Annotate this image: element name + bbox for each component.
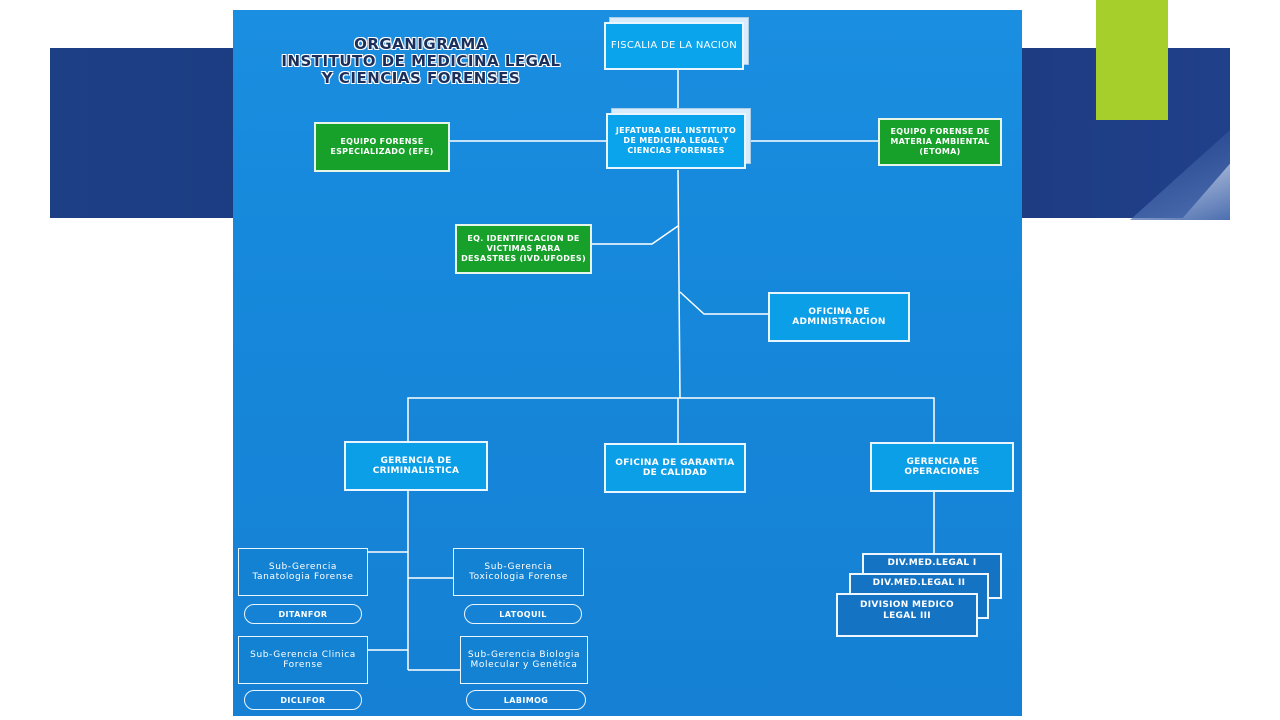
node-tanatologia: Sub-Gerencia Tanatologia Forense bbox=[238, 548, 368, 596]
title-line-1: ORGANIGRAMA bbox=[354, 35, 488, 53]
title-line-2: INSTITUTO DE MEDICINA LEGAL bbox=[281, 52, 561, 70]
pill-latoquil: LATOQUIL bbox=[464, 604, 582, 624]
pill-labimog: LABIMOG bbox=[466, 690, 586, 710]
node-jefatura: JEFATURA DEL INSTITUTO DE MEDICINA LEGAL… bbox=[606, 113, 746, 169]
title-line-3: Y CIENCIAS FORENSES bbox=[321, 69, 521, 87]
node-toxicologia: Sub-Gerencia Toxicologia Forense bbox=[453, 548, 584, 596]
node-div-3: DIVISION MEDICO LEGAL III bbox=[836, 593, 978, 637]
node-efe: EQUIPO FORENSE ESPECIALIZADO (EFE) bbox=[314, 122, 450, 172]
node-criminalistica: GERENCIA DE CRIMINALISTICA bbox=[344, 441, 488, 491]
pill-diclifor: DICLIFOR bbox=[244, 690, 362, 710]
node-biologia: Sub-Gerencia Biologia Molecular y Genéti… bbox=[460, 636, 588, 684]
node-operaciones: GERENCIA DE OPERACIONES bbox=[870, 442, 1014, 492]
node-calidad: OFICINA DE GARANTIA DE CALIDAD bbox=[604, 443, 746, 493]
node-clinica: Sub-Gerencia Clinica Forense bbox=[238, 636, 368, 684]
chart-title: ORGANIGRAMA INSTITUTO DE MEDICINA LEGAL … bbox=[262, 36, 580, 87]
node-administracion: OFICINA DE ADMINISTRACION bbox=[768, 292, 910, 342]
line-ivd bbox=[592, 225, 679, 245]
line-branch bbox=[407, 397, 935, 444]
accent-tab bbox=[1096, 0, 1168, 120]
line-trunk bbox=[677, 169, 681, 399]
line-administracion bbox=[679, 291, 768, 315]
pill-ditanfor: DITANFOR bbox=[244, 604, 362, 624]
node-ivd: EQ. IDENTIFICACION DE VICTIMAS PARA DESA… bbox=[455, 224, 592, 274]
node-fiscalia: FISCALIA DE LA NACION bbox=[604, 22, 744, 70]
node-etoma: EQUIPO FORENSE DE MATERIA AMBIENTAL (ETO… bbox=[878, 118, 1002, 166]
